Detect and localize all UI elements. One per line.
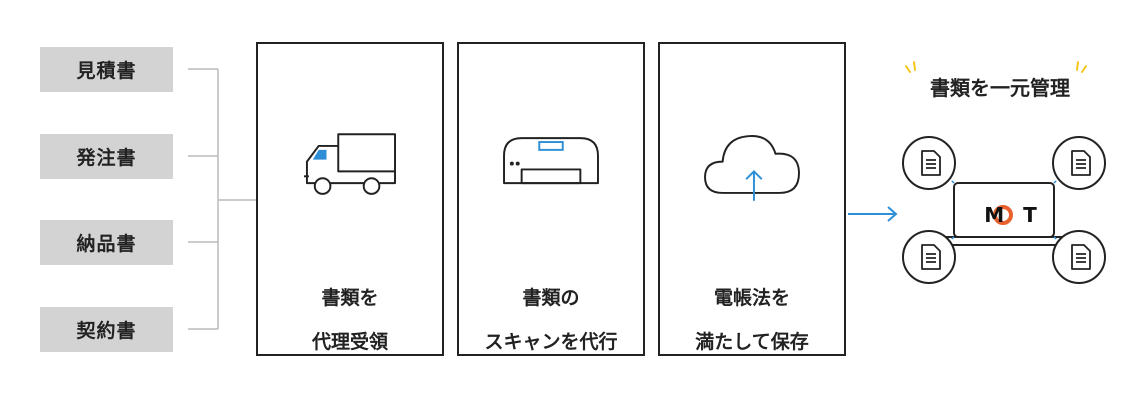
step-label-line2: 満たして保存	[695, 331, 809, 353]
document-icon	[902, 136, 1106, 284]
cloud-upload-icon	[704, 135, 800, 201]
scanner-icon	[503, 137, 599, 185]
step-scan-documents: 書類の スキャンを代行	[457, 42, 645, 356]
step-label-line2: 代理受領	[311, 331, 388, 353]
document-tag-estimate: 見積書	[40, 47, 173, 92]
result-title: 書類を一元管理	[930, 76, 1070, 100]
document-tag-delivery-note: 納品書	[40, 220, 173, 265]
step-label-line2: スキャンを代行	[484, 331, 618, 353]
mot-logo: MOT	[984, 203, 1038, 227]
step-label-line1: 書類の	[522, 287, 580, 309]
truck-icon	[304, 133, 396, 195]
step-label-line1: 書類を	[321, 287, 379, 309]
step-receive-documents: 書類を 代理受領	[256, 42, 444, 356]
document-tag-contract: 契約書	[40, 307, 173, 352]
document-tag-purchase-order: 発注書	[40, 134, 173, 179]
arrow-right-icon	[848, 206, 898, 222]
step-label-line1: 電帳法を	[713, 287, 790, 309]
step-store-compliant: 電帳法を 満たして保存	[658, 42, 846, 356]
